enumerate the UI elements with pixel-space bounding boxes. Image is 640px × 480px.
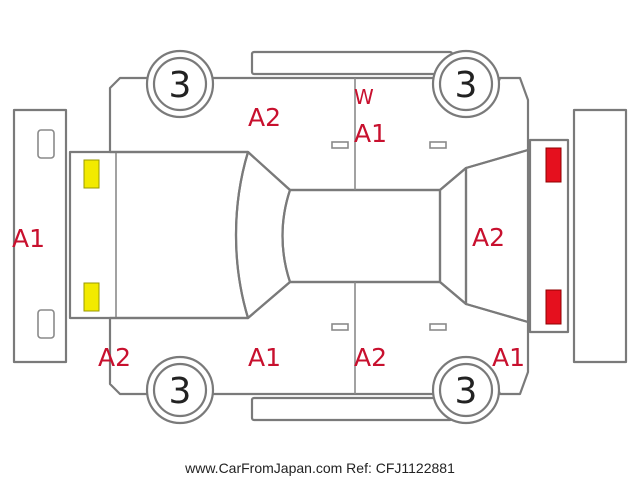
label-front-bumper: A1 [12,224,45,253]
wheel-front-left-count: 3 [169,65,192,106]
rear-taillight-top [545,147,562,183]
front-bumper-slot-bottom [37,309,55,339]
label-left-rear-door: A1 [354,119,387,148]
left-front-door-handle [331,141,349,149]
wheel-rear-right: 3 [431,355,501,425]
footer-reference: www.CarFromJapan.com Ref: CFJ1122881 [184,460,455,476]
front-bumper-slot-top [37,129,55,159]
label-rear-glass: A2 [472,223,505,252]
wheel-rear-left: 3 [431,49,501,119]
label-right-front-corner: A2 [98,343,131,372]
front-bumper [12,108,68,364]
wheel-front-right-count: 3 [169,371,192,412]
right-side-skirt [250,396,454,422]
left-rear-door-handle [429,141,447,149]
front-headlight-top [83,159,100,189]
wheel-front-left: 3 [145,49,215,119]
roof [281,188,442,284]
left-side-skirt [250,50,454,76]
rear-bumper [572,108,628,364]
front-headlight-bottom [83,282,100,312]
label-right-rear-corner: A1 [492,343,525,372]
right-rear-door-handle [429,323,447,331]
label-right-rear-door: A2 [354,343,387,372]
right-front-door-handle [331,323,349,331]
wheel-rear-right-count: 3 [455,371,478,412]
label-left-rear-door-top: W [354,85,374,109]
rear-panel [528,138,570,334]
rear-taillight-bottom [545,289,562,325]
wheel-rear-left-count: 3 [455,65,478,106]
wheel-front-right: 3 [145,355,215,425]
rear-glass [438,166,468,306]
label-left-front-fender: A2 [248,103,281,132]
label-right-front-door: A1 [248,343,281,372]
